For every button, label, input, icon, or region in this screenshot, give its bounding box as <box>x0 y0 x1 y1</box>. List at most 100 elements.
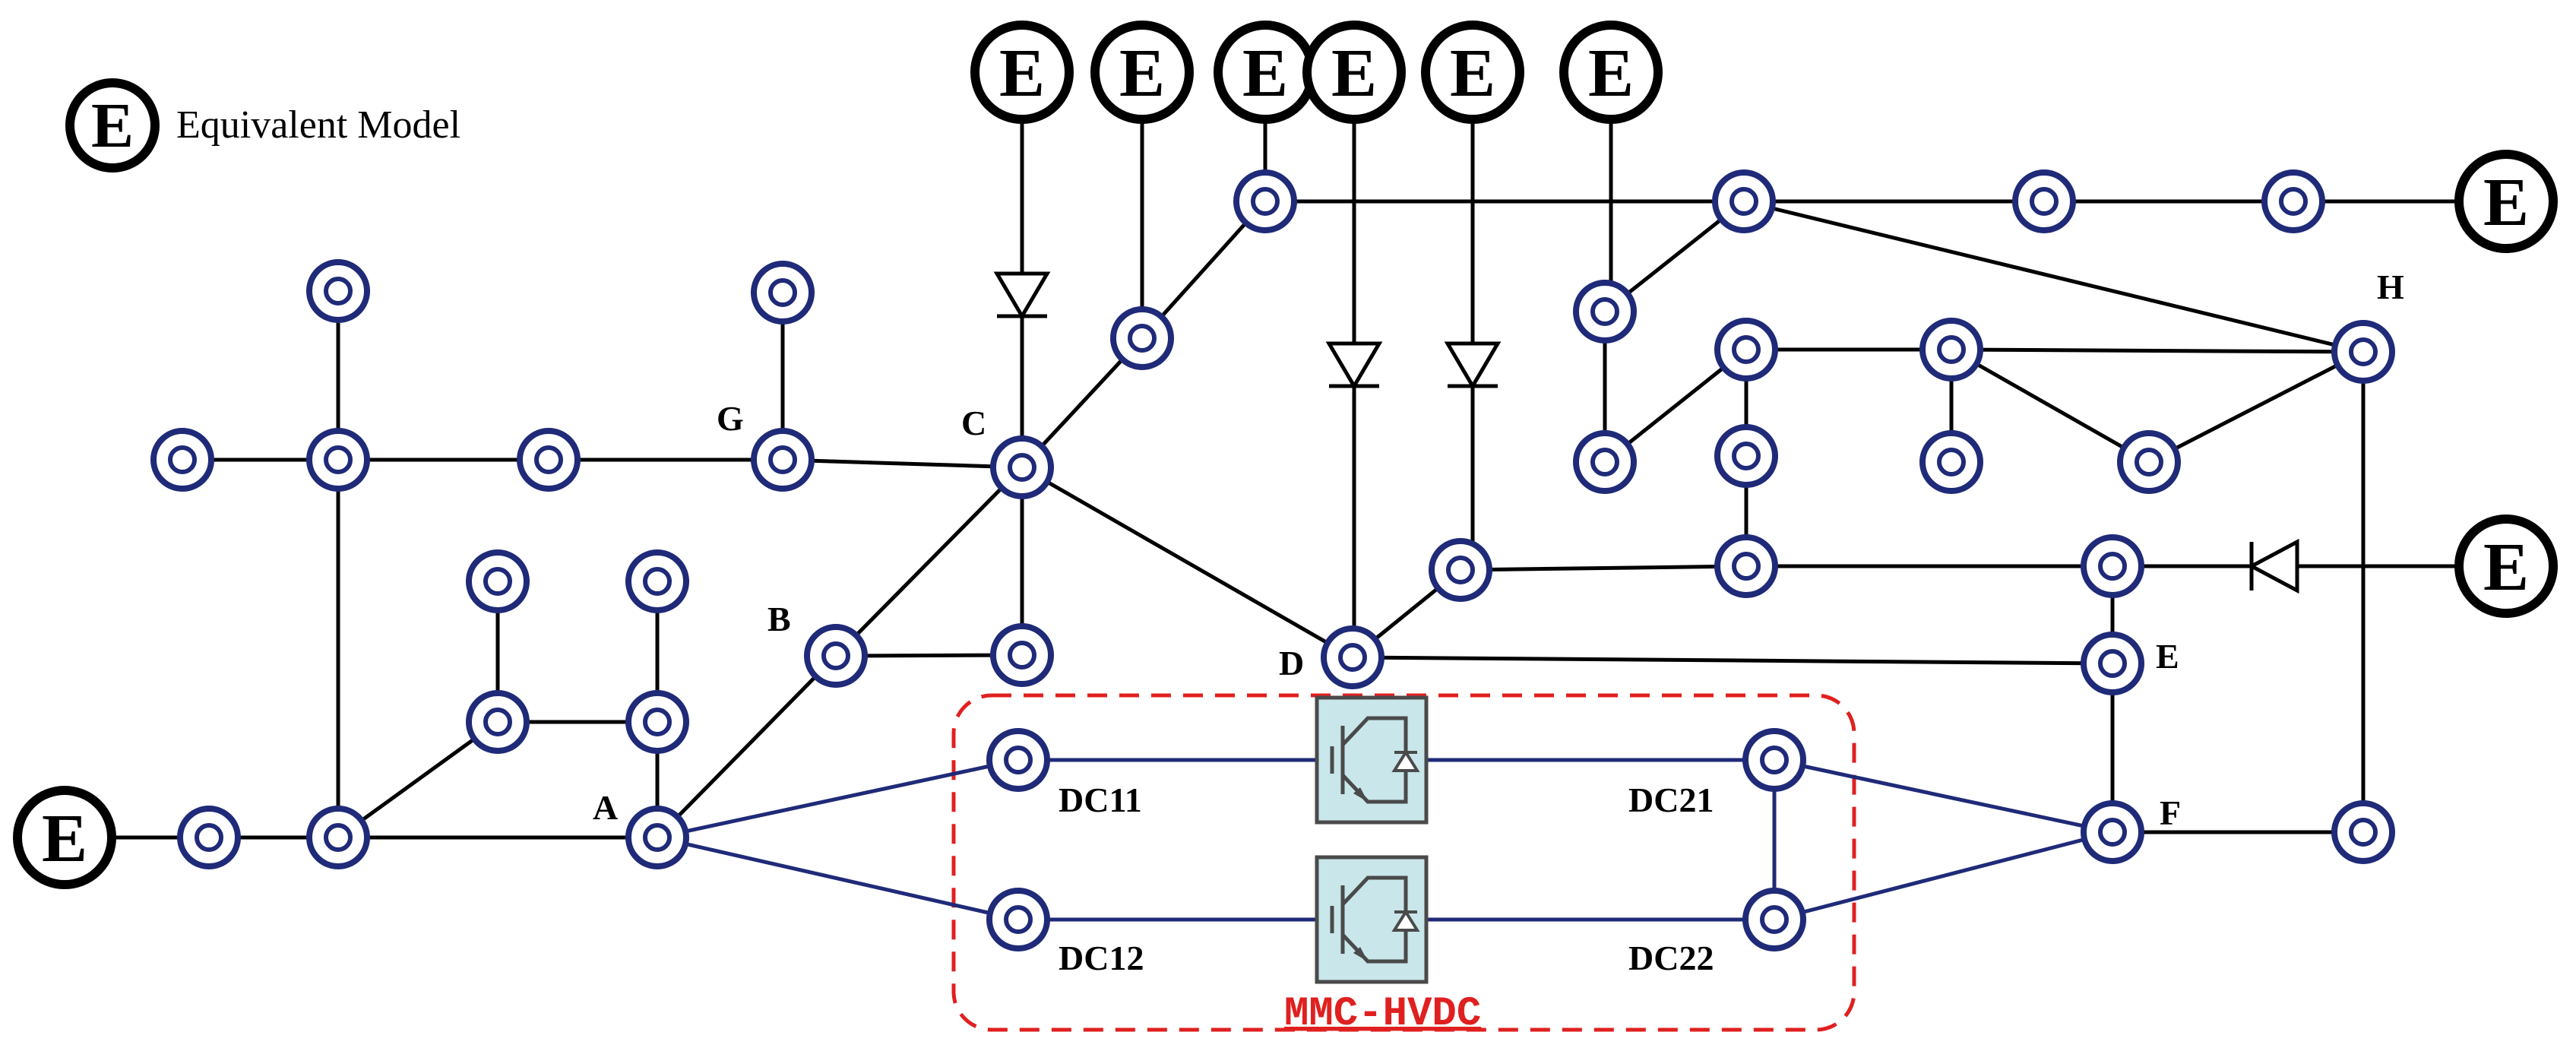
bus-node <box>2331 800 2395 864</box>
ac-line <box>782 458 1023 470</box>
bus-node <box>1712 169 1776 233</box>
ac-line <box>1950 347 2150 464</box>
bus-node <box>986 728 1050 792</box>
bus-node <box>986 888 1050 951</box>
buses <box>150 169 2395 951</box>
bus-node <box>2081 632 2144 695</box>
bus-node <box>990 623 1054 687</box>
bus-label-dc21: DC21 <box>1628 780 1714 819</box>
bus-node <box>990 435 1054 499</box>
bus-node <box>517 428 581 492</box>
bus-node <box>2012 169 2076 233</box>
bus-node <box>1919 318 1983 382</box>
ac-line <box>656 654 837 839</box>
bus-node <box>1714 318 1778 382</box>
bus-label-h: H <box>2377 268 2404 306</box>
bus-node <box>2081 534 2144 598</box>
bus-node <box>1742 888 1806 951</box>
bus-node <box>177 806 241 869</box>
bus-node <box>306 428 370 492</box>
bus-label-dc22: DC22 <box>1628 939 1714 977</box>
ac-line <box>834 466 1024 657</box>
equivalent-model-icon: E <box>1214 21 1317 124</box>
bus-node <box>751 261 815 325</box>
mmc-converter-icon <box>1315 855 1429 984</box>
dc-line <box>657 835 1019 922</box>
bus-node <box>1714 424 1778 488</box>
diode-icon <box>2247 538 2299 594</box>
bus-node <box>625 549 689 613</box>
ac-line <box>1352 655 2113 666</box>
ac-line <box>1743 199 2364 354</box>
bus-label-c: C <box>961 404 986 442</box>
bus-label-g: G <box>717 399 744 438</box>
svg-text:E: E <box>2483 165 2529 240</box>
hvdc-label: MMC-HVDC <box>1284 991 1481 1037</box>
equivalent-model-icon: E <box>970 21 1074 124</box>
bus-node <box>150 428 214 492</box>
bus-node <box>2261 169 2325 233</box>
bus-node <box>1110 306 1174 370</box>
legend-label: Equivalent Model <box>176 103 460 147</box>
bus-node <box>1321 625 1385 689</box>
bus-node <box>466 549 530 613</box>
dc-line <box>1774 758 2113 834</box>
legend-equivalent-icon <box>65 78 160 173</box>
dc-line <box>657 758 1019 840</box>
svg-text:E: E <box>1588 36 1634 111</box>
svg-text:E: E <box>1331 36 1377 111</box>
equivalent-model-icon: E <box>2454 515 2558 618</box>
equivalent-model-icon: E <box>1302 21 1406 124</box>
bus-label-e: E <box>2156 637 2179 676</box>
dc-line <box>1774 830 2113 922</box>
ac-line <box>2147 350 2365 464</box>
bus-node <box>625 690 689 754</box>
svg-text:E: E <box>2483 530 2529 605</box>
ac-line <box>1460 564 1747 572</box>
diode-icon <box>993 271 1051 320</box>
equivalent-model-icon: E <box>1421 21 1524 124</box>
equivalent-model-icon: E <box>13 786 116 889</box>
bus-node <box>1233 169 1297 233</box>
diodes <box>993 271 2299 594</box>
diode-icon <box>1325 341 1383 390</box>
diode-icon <box>1444 341 1502 390</box>
bus-node <box>1919 430 1983 494</box>
bus-label-dc11: DC11 <box>1059 780 1142 819</box>
svg-text:E: E <box>999 36 1045 111</box>
equivalent-model-icon: E <box>2454 150 2558 253</box>
bus-node <box>1573 280 1637 344</box>
bus-label-f: F <box>2160 793 2181 832</box>
ac-line <box>1951 347 2364 354</box>
bus-node <box>1573 430 1637 494</box>
bus-node <box>306 806 370 869</box>
bus-node <box>2331 320 2395 384</box>
svg-text:E: E <box>1242 36 1288 111</box>
legend-equivalent-symbol: E <box>91 90 134 161</box>
bus-node <box>751 428 815 492</box>
mmc-converters <box>1315 695 1429 984</box>
bus-labels: A B C D E F G H DC11 DC12 DC21 DC22 <box>593 268 2404 977</box>
ac-line <box>1021 465 1354 660</box>
ac-line <box>337 720 499 840</box>
svg-text:E: E <box>42 801 87 876</box>
bus-node <box>466 690 530 754</box>
bus-node <box>1429 538 1492 602</box>
hvdc-region-box <box>951 693 1856 1032</box>
bus-node <box>1714 534 1778 598</box>
bus-label-a: A <box>593 788 618 827</box>
bus-label-dc12: DC12 <box>1059 939 1144 977</box>
bus-node <box>2117 430 2181 494</box>
bus-node <box>1742 728 1806 792</box>
bus-node <box>2081 800 2144 864</box>
bus-label-b: B <box>767 600 791 638</box>
equivalent-model-icon: E <box>1090 21 1194 124</box>
bus-node <box>306 259 370 323</box>
svg-text:E: E <box>1450 36 1495 111</box>
legend: E Equivalent Model <box>65 78 460 173</box>
bus-label-d: D <box>1279 644 1304 682</box>
equivalent-model-icon: E <box>1559 21 1663 124</box>
mmc-converter-icon <box>1315 695 1429 825</box>
bus-node <box>625 806 689 869</box>
